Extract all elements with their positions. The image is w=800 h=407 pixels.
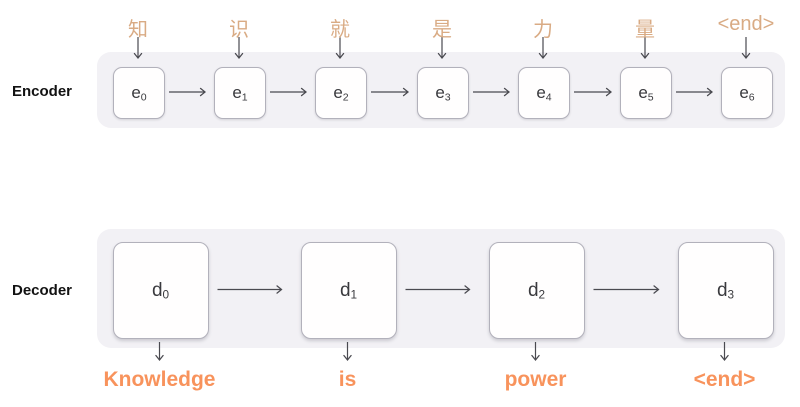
decoder-cell: d0 [112,242,209,339]
encoder-input-token: 量 [635,19,655,41]
encoder-cell: e0 [113,67,165,119]
decoder-cell: d1 [300,242,397,339]
decoder-container [97,229,785,348]
cell-label: e3 [435,83,450,103]
cell-label: d3 [717,280,734,302]
decoder-output-token: Knowledge [103,368,216,391]
cell-label-subscript: 2 [342,91,349,104]
cell-label: e2 [333,83,348,103]
cell-label-base: d [716,279,728,301]
encoder-cell: e6 [721,67,773,119]
decoder-cell: d3 [677,242,774,339]
cell-label-base: e [536,82,546,102]
cell-label: d1 [340,280,357,302]
cell-label: e5 [638,83,653,103]
cell-label-subscript: 3 [727,288,735,302]
encoder-cell: e5 [620,67,672,119]
encoder-input-token: 知 [128,19,148,41]
encoder-input-token: 力 [533,19,553,41]
decoder-cell: d2 [488,242,585,339]
cell-label-base: d [339,279,351,301]
cell-label-base: e [131,82,141,102]
cell-label-subscript: 4 [545,91,552,104]
cell-label-base: e [638,82,648,102]
decoder-output-token: is [338,368,357,391]
cell-label: e1 [232,83,247,103]
cell-label-subscript: 3 [444,91,451,104]
cell-label-subscript: 0 [162,288,170,302]
cell-label: e4 [536,83,551,103]
encoder-input-token: 是 [432,19,452,41]
decoder-label: Decoder [12,282,73,299]
decoder-output-token: <end> [693,368,756,391]
cell-label-base: e [739,82,749,102]
encoder-input-token: <end> [717,13,775,35]
decoder-output-token: power [504,368,567,391]
cell-label-subscript: 1 [350,288,358,302]
encoder-cell: e1 [214,67,266,119]
cell-label-base: e [435,82,445,102]
cell-label-subscript: 5 [647,91,654,104]
encoder-input-token: 识 [229,19,249,41]
cell-label: d0 [152,280,169,302]
cell-label-base: d [151,279,163,301]
cell-label-base: e [333,82,343,102]
encoder-label: Encoder [12,83,73,100]
cell-label-subscript: 6 [748,91,755,104]
cell-label-subscript: 1 [241,91,248,104]
cell-label-base: e [232,82,242,102]
cell-label: e6 [739,83,754,103]
cell-label-subscript: 0 [140,91,147,104]
encoder-cell: e4 [518,67,570,119]
encoder-cell: e2 [315,67,367,119]
encoder-input-token: 就 [330,19,350,41]
encoder-cell: e3 [417,67,469,119]
cell-label: e0 [131,83,146,103]
cell-label: d2 [528,280,545,302]
cell-label-subscript: 2 [538,288,546,302]
cell-label-base: d [527,279,539,301]
